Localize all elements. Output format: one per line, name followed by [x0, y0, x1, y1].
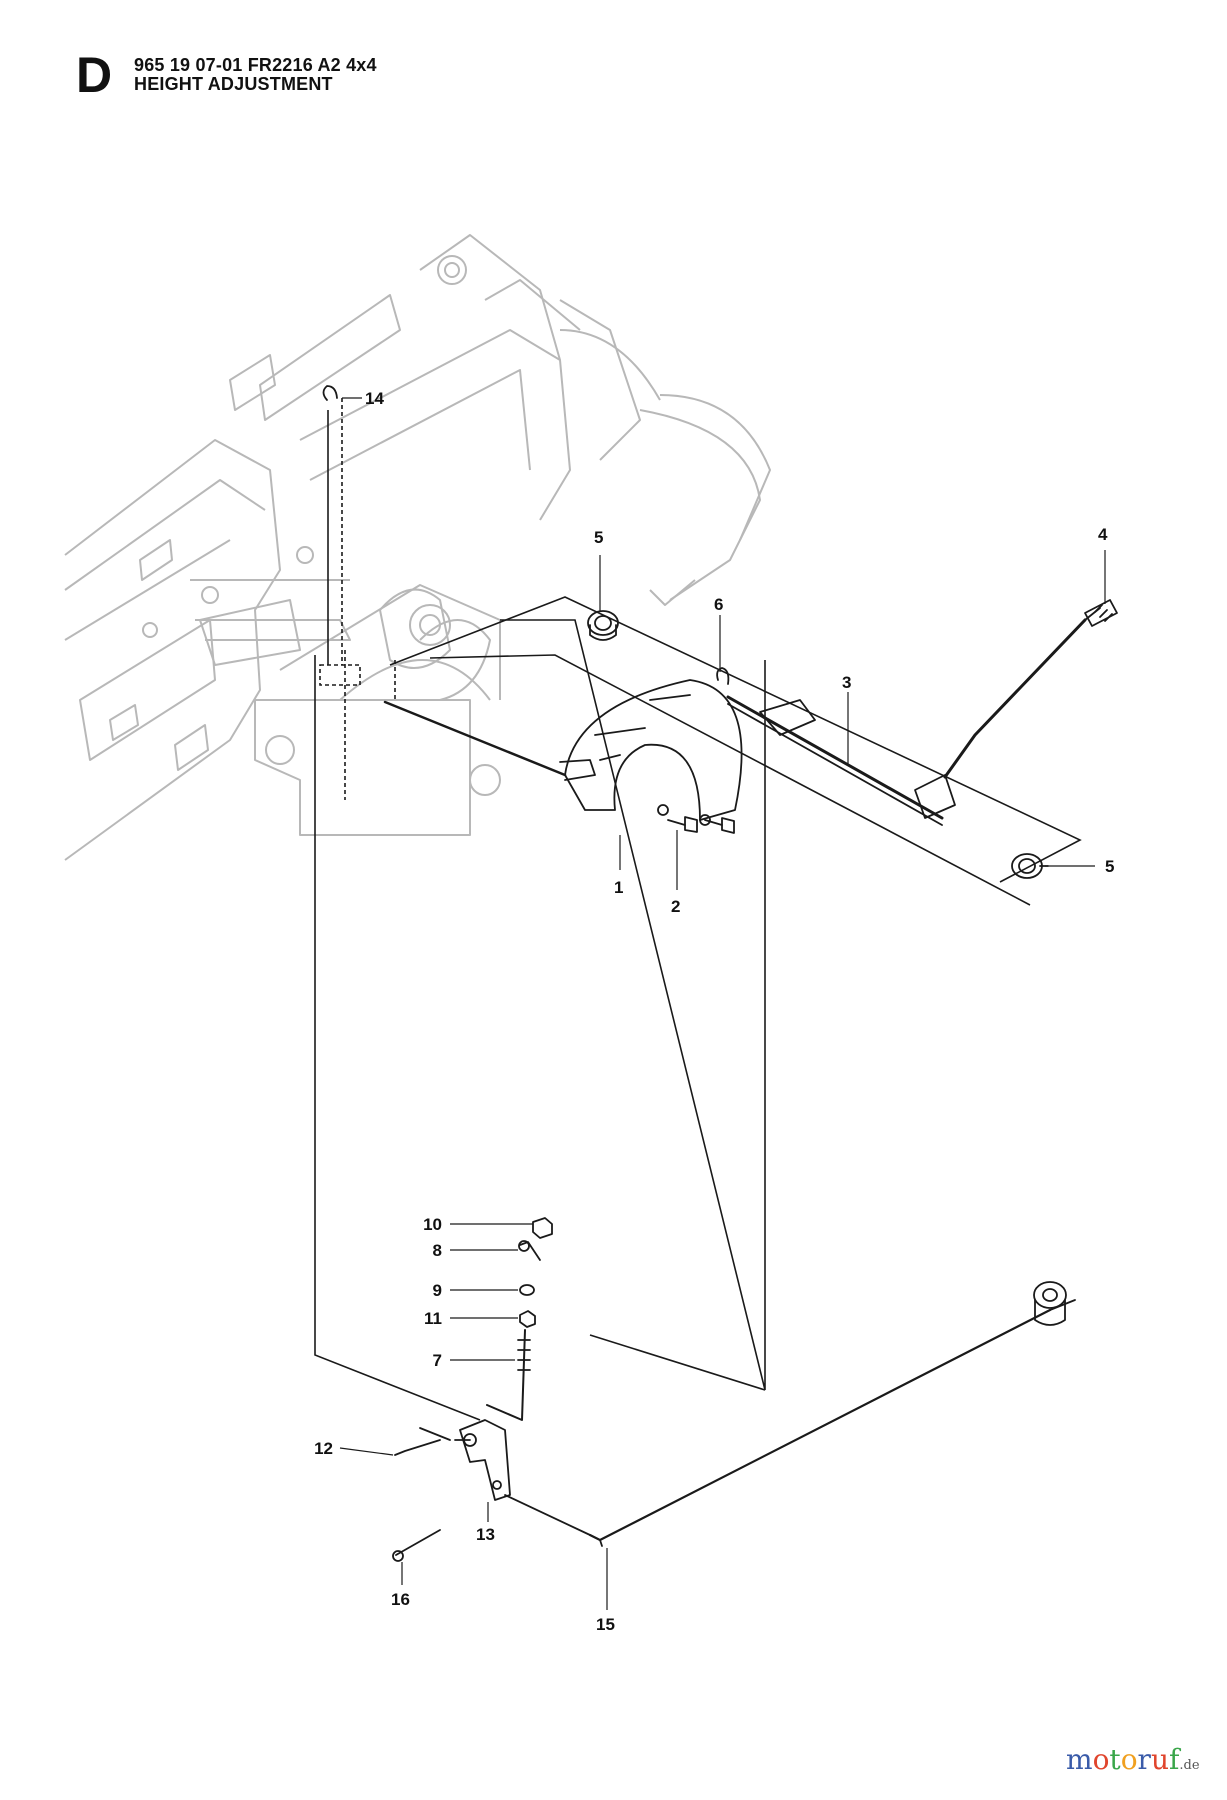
- leader-lines: [339, 397, 1106, 1610]
- logo-letter: o: [1120, 1743, 1138, 1776]
- part-drawings: [322, 385, 1118, 1562]
- motoruf-logo: motoruf.de: [1066, 1746, 1200, 1774]
- assembly-planes: [314, 398, 1082, 1421]
- logo-letter: m: [1066, 1743, 1093, 1776]
- callout-16: 16: [391, 1590, 410, 1609]
- logo-letter: r: [1137, 1743, 1151, 1776]
- logo-letter: u: [1150, 1743, 1169, 1776]
- callout-9: 9: [433, 1281, 442, 1300]
- model-number: 965 19 07-01 FR2216 A2 4x4: [134, 55, 377, 75]
- callout-11: 11: [424, 1309, 442, 1328]
- callout-13: 13: [476, 1525, 495, 1544]
- section-letter: D: [76, 47, 113, 103]
- callout-3: 3: [842, 673, 851, 692]
- callout-14: 14: [365, 389, 384, 408]
- callout-10: 10: [423, 1215, 442, 1234]
- callout-5-right: 5: [1105, 857, 1114, 876]
- callout-labels: 14 5 6 4 3 5 1 2 10 8 9 11 7 12 13 16 15: [314, 389, 1114, 1634]
- logo-letter: o: [1092, 1743, 1110, 1776]
- callout-1: 1: [614, 878, 623, 897]
- mower-frame-background: [64, 234, 771, 861]
- section-title: HEIGHT ADJUSTMENT: [134, 74, 333, 94]
- logo-domain: .de: [1179, 1758, 1200, 1773]
- callout-15: 15: [596, 1615, 615, 1634]
- logo-letter: t: [1109, 1743, 1121, 1776]
- callout-7: 7: [433, 1351, 442, 1370]
- callout-5-top: 5: [594, 528, 603, 547]
- callout-4: 4: [1098, 525, 1108, 544]
- logo-letter: f: [1168, 1743, 1180, 1776]
- callout-2: 2: [671, 897, 680, 916]
- callout-6: 6: [714, 595, 723, 614]
- callout-8: 8: [433, 1241, 442, 1260]
- callout-12: 12: [314, 1439, 333, 1458]
